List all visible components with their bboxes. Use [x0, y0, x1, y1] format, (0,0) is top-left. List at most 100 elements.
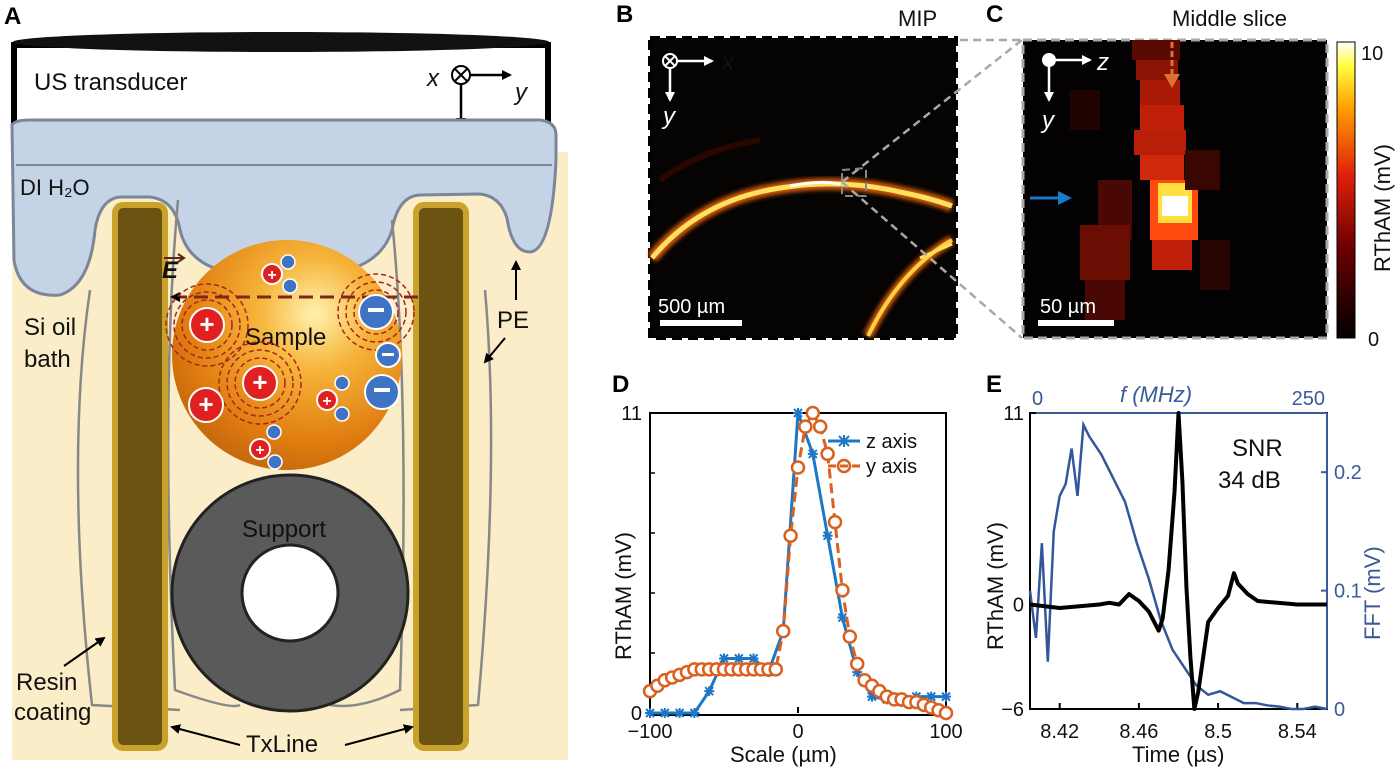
pe-film-outer-left — [76, 289, 181, 712]
panel-b: B MIP x y 500 µm — [616, 1, 958, 340]
chart-d-point-z — [733, 653, 744, 664]
resin-arrow — [63, 636, 106, 667]
svg-text:+: + — [322, 393, 331, 410]
chart-d-point-z — [645, 708, 655, 718]
panel-c-axis-y: y — [1040, 107, 1056, 134]
pe-label: PE — [497, 307, 529, 334]
snr-value: 34 dB — [1218, 467, 1281, 494]
chart-d-xtick-label: 100 — [929, 721, 962, 743]
panel-c-scalebar — [1038, 320, 1114, 326]
zoom-guides — [841, 38, 1023, 339]
txline-rod-right — [413, 202, 469, 751]
chart-d-point-y — [827, 514, 843, 530]
chart-e-y2tick-label: 0 — [1334, 699, 1345, 721]
chart-e-fft-line — [1028, 420, 1328, 711]
chart-d-point-y — [775, 623, 791, 639]
chart-d-point-y — [790, 460, 806, 475]
chart-d-point-z — [926, 691, 937, 702]
panel-a-label: A — [4, 3, 21, 30]
e-field-label: E — [162, 257, 179, 284]
chart-e-xtick-label: 8.54 — [1278, 721, 1317, 743]
chart-d-ytick-label: 0 — [631, 703, 642, 725]
coord-triad-c — [1042, 53, 1092, 102]
chart-e-xtick-label: 8.42 — [1040, 721, 1079, 743]
us-transducer-label: US transducer — [34, 69, 187, 96]
chart-d-point-z — [837, 612, 848, 623]
di-water — [10, 118, 558, 297]
e-field-vector-mark — [164, 253, 186, 263]
chart-e-x2label: f (MHz) — [1120, 382, 1192, 407]
chart-d-point-y — [812, 419, 828, 434]
us-transducer-top — [13, 32, 549, 52]
txline-arrow-right — [344, 724, 414, 746]
chart-e-x2tick-label: 250 — [1292, 388, 1325, 410]
blue-marker-head — [1058, 191, 1072, 205]
chart-d-point-z — [719, 653, 729, 664]
chart-e-x2tick-label: 0 — [1032, 388, 1043, 410]
colorbar-min: 0 — [1368, 329, 1379, 351]
chart-d-point-y — [783, 528, 798, 543]
positive-charges: + + + + + + — [188, 263, 338, 460]
legend-z-axis: z axis — [866, 431, 917, 453]
chart-d-point-z — [674, 708, 685, 718]
chart-d-point-z — [822, 530, 833, 541]
panel-c-axis-z: z — [1096, 49, 1109, 76]
panel-a: A US transducer x y z DI H₂O E — [4, 3, 568, 760]
chart-d-point-y — [842, 629, 858, 644]
chart-e-y2tick-label: 0.2 — [1334, 462, 1362, 484]
chart-e-signal-line — [1029, 411, 1327, 711]
chart-d-point-y — [768, 662, 784, 677]
chart-d-legend: z axis y axis — [828, 431, 917, 478]
charge-halos — [165, 273, 415, 425]
chart-d-xtick-label: 0 — [792, 721, 803, 743]
coord-triad-b — [662, 53, 714, 102]
chart-e-ytick-label: 11 — [1003, 403, 1024, 425]
chart-e-ylabel: RThAM (mV) — [983, 522, 1008, 650]
colorbar-max: 10 — [1361, 43, 1383, 65]
si-oil-label-1: Si oil — [24, 314, 76, 341]
chart-d-point-z — [941, 691, 951, 702]
chart-e-xtick-label: 8.46 — [1119, 721, 1158, 743]
chart-e-xlabel: Time (µs) — [1132, 742, 1225, 767]
svg-text:+: + — [255, 442, 264, 459]
pe-film-outer-right — [399, 289, 493, 712]
sample-label: Sample — [245, 324, 326, 351]
chart-d-point-y — [849, 656, 865, 672]
panel-c: C Middle slice z y — [986, 1, 1395, 351]
chart-e-xtick-label: 8.5 — [1204, 721, 1232, 743]
chart-d-ytick-label: 11 — [621, 403, 642, 425]
support-label: Support — [242, 516, 326, 543]
legend-y-axis: y axis — [866, 456, 917, 478]
panel-b-axis-y: y — [661, 103, 677, 130]
chart-d-point-z — [689, 708, 700, 718]
colorbar — [1336, 41, 1356, 339]
chart-d-point-z — [748, 653, 759, 664]
chart-d-point-z — [807, 448, 818, 459]
chart-d-xlabel: Scale (µm) — [730, 742, 837, 767]
pe-arrow-down — [483, 337, 506, 364]
panel-b-title: MIP — [898, 6, 937, 31]
mip-vessels — [647, 137, 955, 339]
si-oil-label-2: bath — [24, 346, 71, 373]
axis-y-label: y — [513, 79, 529, 106]
panel-e-label: E — [986, 371, 1002, 398]
svg-text:+: + — [267, 267, 276, 284]
txline-label: TxLine — [246, 731, 318, 758]
di-water-label: DI H₂O — [20, 175, 90, 200]
chart-d-point-z — [852, 667, 863, 678]
chart-d-point-y — [938, 705, 954, 721]
chart-d-ylabel: RThAM (mV) — [611, 532, 636, 660]
slice-pixels — [1070, 40, 1230, 320]
svg-text:+: + — [252, 367, 267, 397]
orange-marker-head — [1164, 74, 1180, 88]
txline-rod-left — [112, 202, 168, 751]
chart-d-point-z — [704, 686, 715, 697]
chart-d-point-z — [867, 691, 877, 702]
chart-d-point-z — [659, 708, 670, 718]
svg-text:+: + — [198, 389, 213, 419]
chart-e-y2label: FFT (mV) — [1360, 546, 1385, 640]
panel-d-label: D — [612, 371, 629, 398]
